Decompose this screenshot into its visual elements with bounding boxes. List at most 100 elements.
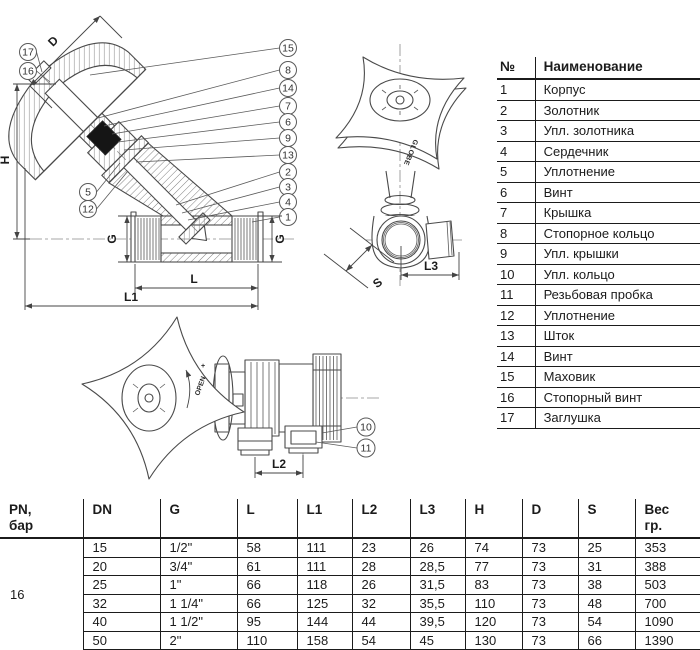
dim-cell: 48 bbox=[577, 594, 635, 613]
dim-cell: 45 bbox=[409, 631, 465, 650]
part-num: 2 bbox=[497, 100, 536, 121]
dim-cell: 110 bbox=[464, 594, 522, 613]
dim-cell: 388 bbox=[634, 557, 700, 576]
dim-cell: 28 bbox=[351, 557, 410, 576]
dims-row: 50 2" 110 158 54 45 130 73 66 1390 bbox=[0, 631, 700, 650]
dim-cell: 77 bbox=[464, 557, 522, 576]
dim-cell: 73 bbox=[521, 594, 578, 613]
part-name: Сердечник bbox=[534, 141, 700, 162]
dim-label-l1: L1 bbox=[124, 290, 138, 304]
svg-text:4: 4 bbox=[285, 197, 291, 209]
parts-header-name: Наименование bbox=[534, 57, 700, 80]
svg-text:11: 11 bbox=[361, 443, 372, 455]
callout-15: 15 bbox=[279, 39, 297, 57]
dims-header-l3: L3 bbox=[409, 499, 465, 539]
dim-cell: 1 1/2" bbox=[159, 612, 237, 632]
dim-cell: 40 bbox=[82, 612, 160, 632]
dims-row: 20 3/4" 61 111 28 28,5 77 73 31 388 bbox=[0, 557, 700, 576]
callout-14: 14 bbox=[279, 79, 297, 97]
dim-label-g-left: G bbox=[105, 234, 119, 243]
part-num: 7 bbox=[497, 202, 536, 224]
part-num: 6 bbox=[497, 182, 536, 203]
part-name: Золотник bbox=[534, 100, 700, 121]
dim-label-l: L bbox=[190, 272, 197, 286]
svg-text:3: 3 bbox=[285, 182, 291, 194]
dim-cell: 38 bbox=[577, 575, 635, 595]
dim-cell: 1 1/4" bbox=[159, 594, 237, 613]
callout-10: 10 bbox=[356, 417, 376, 437]
dimensions-table: PN, бар DN G L L1 L2 L3 H D S Вес гр. 1 bbox=[0, 499, 700, 650]
dim-label-s: S bbox=[370, 275, 385, 290]
dims-row: 25 1" 66 118 26 31,5 83 73 38 503 bbox=[0, 575, 700, 595]
dim-cell: 74 bbox=[464, 538, 522, 558]
part-num: 5 bbox=[497, 161, 536, 183]
dim-cell: 26 bbox=[409, 538, 465, 558]
part-name: Стопорное кольцо bbox=[534, 223, 700, 244]
side-view-callouts: 10 11 bbox=[315, 417, 376, 458]
dim-cell: 111 bbox=[296, 557, 352, 576]
svg-text:16: 16 bbox=[22, 66, 34, 78]
part-num: 8 bbox=[497, 223, 536, 244]
dim-cell: 66 bbox=[577, 631, 635, 650]
dim-cell: 73 bbox=[521, 538, 578, 558]
handwheel-side: OPEN + bbox=[81, 316, 245, 480]
part-num: 4 bbox=[497, 141, 536, 162]
dim-cell: 1/2" bbox=[159, 538, 237, 558]
part-name: Упл. золотника bbox=[534, 120, 700, 142]
dim-cell: 83 bbox=[464, 575, 522, 595]
callout-3: 3 bbox=[279, 178, 297, 196]
part-num: 15 bbox=[497, 366, 536, 388]
svg-text:8: 8 bbox=[285, 65, 291, 77]
dims-header-l: L bbox=[236, 499, 297, 539]
valve-body-section bbox=[108, 142, 264, 263]
dim-cell: 503 bbox=[634, 575, 700, 595]
dim-cell: 54 bbox=[577, 612, 635, 632]
part-num: 14 bbox=[497, 346, 536, 367]
dim-label-d: D bbox=[45, 33, 61, 49]
dim-cell: 130 bbox=[464, 631, 522, 650]
dim-cell: 50 bbox=[82, 631, 160, 650]
parts-header-row: № Наименование bbox=[497, 57, 700, 80]
svg-text:2: 2 bbox=[285, 167, 291, 179]
dim-cell: 73 bbox=[521, 557, 578, 576]
part-name: Упл. кольцо bbox=[534, 264, 700, 285]
dim-cell: 26 bbox=[351, 575, 410, 595]
callout-9: 9 bbox=[279, 129, 297, 147]
svg-text:15: 15 bbox=[282, 43, 294, 55]
dim-cell: 73 bbox=[521, 575, 578, 595]
dim-cell: 3/4" bbox=[159, 557, 237, 576]
svg-text:12: 12 bbox=[82, 204, 94, 216]
svg-text:1: 1 bbox=[285, 212, 291, 224]
dim-cell: 39,5 bbox=[409, 612, 465, 632]
dims-header-g: G bbox=[159, 499, 237, 539]
part-num: 11 bbox=[497, 284, 536, 306]
dim-cell: 158 bbox=[296, 631, 352, 650]
svg-text:9: 9 bbox=[285, 133, 291, 145]
callout-5: 5 bbox=[79, 183, 97, 201]
part-num: 16 bbox=[497, 387, 536, 408]
open-plus-label: + bbox=[201, 363, 205, 370]
dim-label-l3: L3 bbox=[424, 259, 438, 273]
dims-header-l1: L1 bbox=[296, 499, 352, 539]
part-name: Резьбовая пробка bbox=[534, 284, 700, 306]
part-num: 10 bbox=[497, 264, 536, 285]
part-name: Уплотнение bbox=[534, 305, 700, 326]
dims-header-d: D bbox=[521, 499, 578, 539]
callout-13: 13 bbox=[279, 146, 297, 164]
parts-header-num: № bbox=[497, 57, 536, 80]
callout-6: 6 bbox=[279, 113, 297, 131]
dim-cell: 25 bbox=[82, 575, 160, 595]
dim-cell: 2" bbox=[159, 631, 237, 650]
svg-text:5: 5 bbox=[85, 187, 91, 199]
dim-cell: 44 bbox=[351, 612, 410, 632]
